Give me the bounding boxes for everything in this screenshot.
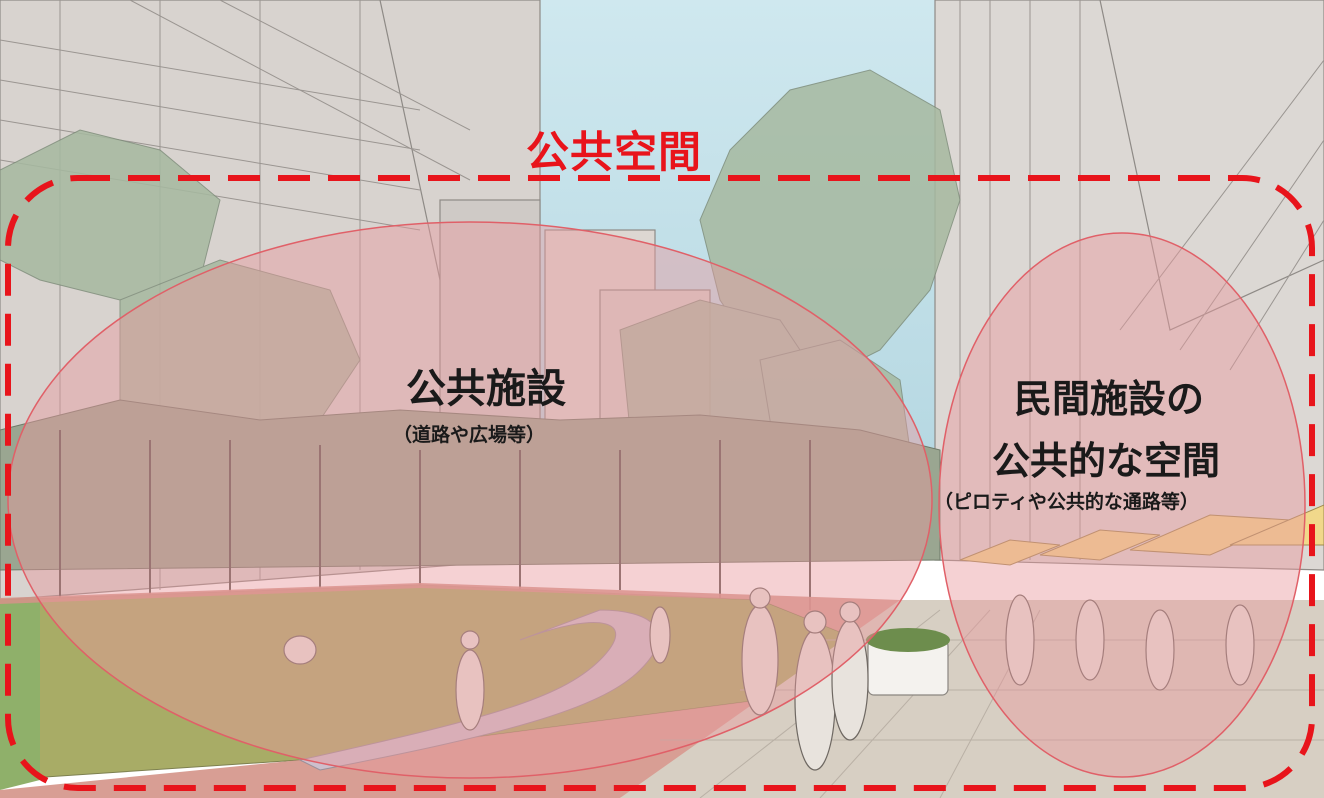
private-facility-label-line1: 民間施設の [1014, 377, 1205, 421]
private-facility-note: （ピロティや公共的な通路等） [934, 491, 1199, 513]
public-space-boundary [5, 175, 1315, 791]
tree-canopies [0, 69, 961, 491]
public-facility-label: 公共施設 [406, 366, 566, 412]
people [283, 587, 1255, 771]
cafe-awnings [959, 504, 1324, 566]
tree-row [0, 399, 941, 571]
public-space-label: 公共空間 [526, 128, 702, 178]
building-lines-right [959, 0, 1324, 560]
planter [866, 628, 950, 696]
buildings-right [934, 0, 1324, 571]
public-facility-note: （道路や広場等） [393, 424, 546, 446]
public-facility-region [7, 221, 933, 779]
private-facility-region [938, 232, 1306, 778]
private-facility-label-line2: 公共的な空間 [992, 439, 1221, 483]
